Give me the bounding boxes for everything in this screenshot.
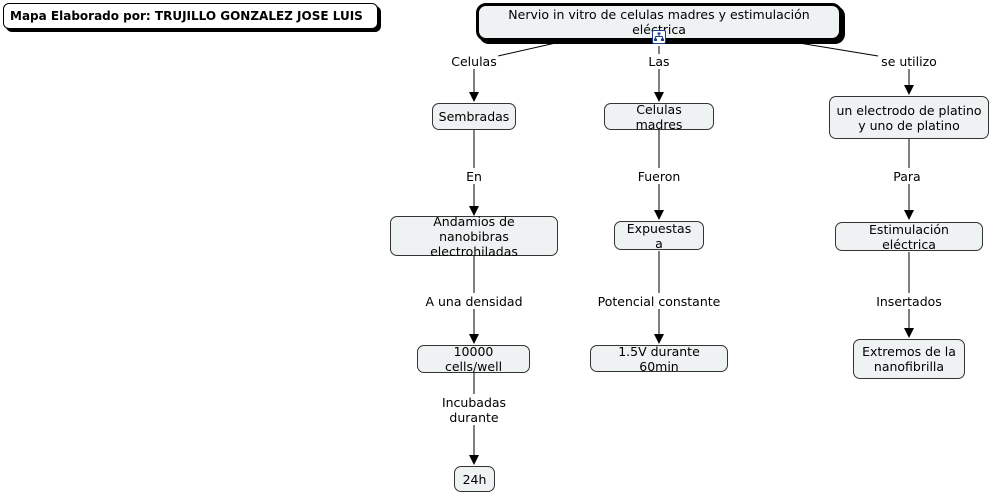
root-concept-label: Nervio in vitro de celulas madres y esti… <box>508 7 810 37</box>
concept-estimulacion[interactable]: Estimulación eléctrica <box>835 222 983 252</box>
concept-sembradas[interactable]: Sembradas <box>432 103 516 130</box>
concept-expuestas[interactable]: Expuestas a <box>614 221 704 251</box>
concept-andamios[interactable]: Andamios de nanobibras electrohiladas <box>390 214 558 259</box>
author-credit: Mapa Elaborado por: TRUJILLO GONZALEZ JO… <box>3 3 378 29</box>
concept-cells-well[interactable]: 10000 cells/well <box>417 344 530 374</box>
concept-celulas-madres[interactable]: Celulas madres <box>604 102 714 132</box>
link-label-las: Las <box>646 54 672 69</box>
link-label-en: En <box>464 169 484 184</box>
concept-24h[interactable]: 24h <box>454 466 495 492</box>
link-label-para: Para <box>891 169 923 184</box>
link-label-se-utilizo: se utilizo <box>879 54 939 69</box>
link-label-insertados: Insertados <box>874 294 944 309</box>
concept-map-icon[interactable] <box>652 30 666 44</box>
concept-voltage[interactable]: 1.5V durante 60min <box>590 344 728 374</box>
concept-extremos[interactable]: Extremos de la nanofibrilla <box>853 339 965 379</box>
concept-electrodo[interactable]: un electrodo de platino y uno de platino <box>829 96 989 139</box>
link-label-incubadas: Incubadas durante <box>439 395 509 425</box>
hierarchy-icon <box>654 32 664 41</box>
link-label-celulas: Celulas <box>449 54 499 69</box>
link-label-fueron: Fueron <box>635 169 683 184</box>
link-label-densidad: A una densidad <box>423 294 525 309</box>
link-label-potencial: Potencial constante <box>595 294 723 309</box>
